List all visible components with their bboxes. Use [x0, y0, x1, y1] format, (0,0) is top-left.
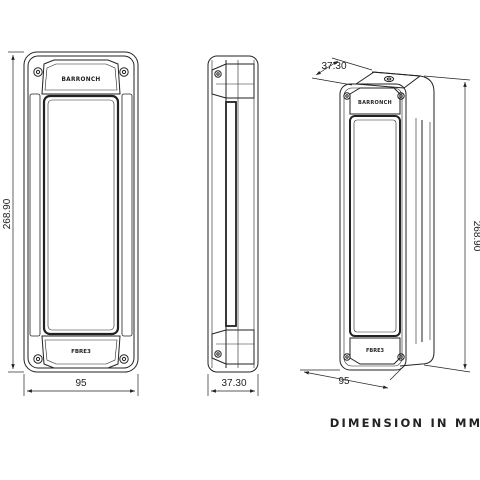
iso-height-label: 268.90	[471, 221, 480, 252]
front-bottom-cap	[41, 335, 121, 369]
side-view	[207, 55, 259, 373]
iso-depth-label: 37.30	[321, 61, 346, 72]
iso-height-dimension-line	[423, 75, 471, 373]
iso-top-face	[354, 71, 422, 89]
caption: DIMENSION IN MM	[330, 416, 480, 430]
front-width-label: 95	[75, 378, 87, 389]
front-top-cap	[41, 59, 121, 95]
iso-mount-hole	[384, 75, 394, 83]
front-width-dimension-line	[23, 374, 139, 396]
side-bottom-cap	[211, 329, 255, 365]
front-outer-frame	[23, 51, 139, 373]
iso-width-dimension-line	[300, 367, 403, 389]
front-height-label: 268.90	[2, 198, 13, 229]
iso-depth-dimension-line	[311, 57, 373, 86]
iso-model-label: FBRE3	[366, 348, 384, 354]
side-outer-frame	[207, 55, 259, 373]
iso-side-body	[371, 71, 435, 367]
front-view	[23, 51, 139, 373]
iso-width-label: 95	[338, 376, 350, 387]
iso-brand-label: BARRONCH	[358, 100, 392, 106]
front-brand-label: BARRONCH	[61, 77, 100, 83]
front-lens	[42, 94, 120, 336]
side-depth-label: 37.30	[221, 378, 246, 389]
side-depth-dimension-line	[207, 374, 259, 396]
iso-front-frame	[339, 83, 407, 371]
side-top-cap	[211, 63, 255, 99]
front-screws	[33, 67, 129, 364]
front-height-dimension-line	[8, 51, 24, 373]
iso-view	[339, 71, 435, 371]
front-model-label: FBRE3	[71, 349, 91, 355]
iso-lens	[349, 115, 401, 337]
